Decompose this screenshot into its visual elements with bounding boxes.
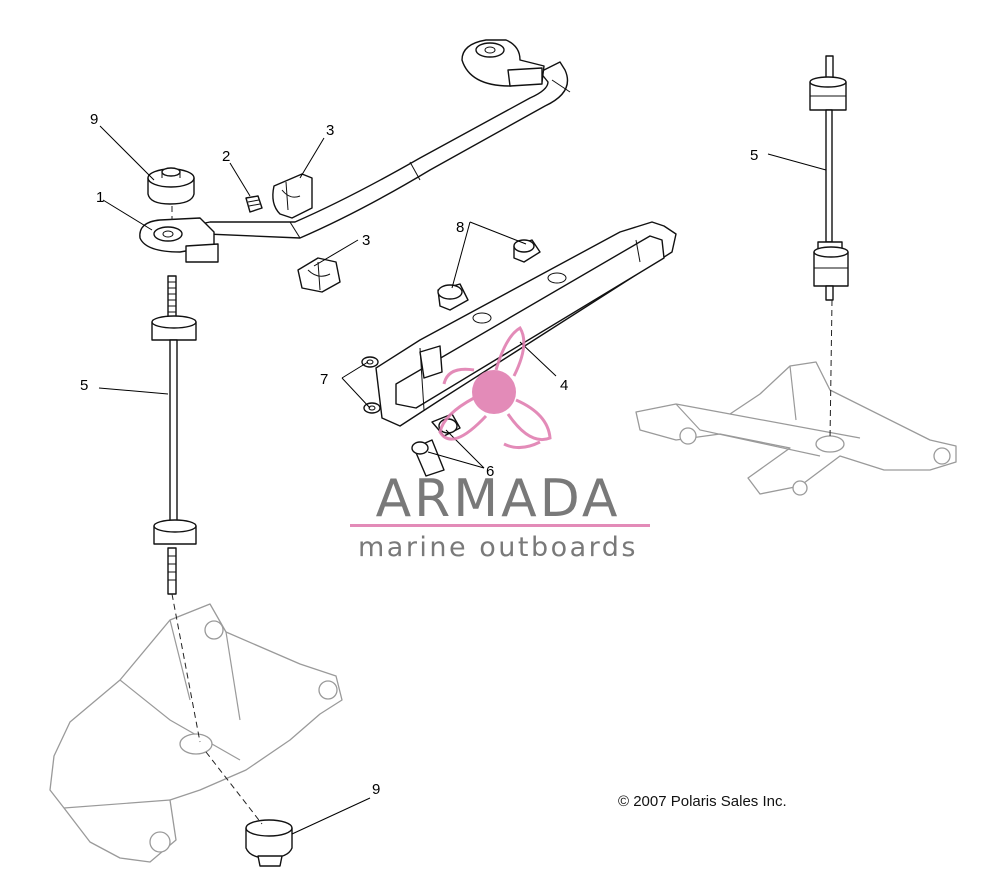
bar-bushing-lower [297, 257, 341, 293]
callout-5-right: 5 [750, 147, 758, 164]
bushing-bottom [245, 819, 293, 867]
suspension-frame-left [49, 603, 343, 863]
grommet-lower [437, 283, 469, 311]
callout-4: 4 [560, 377, 568, 394]
copyright-text: © 2007 Polaris Sales Inc. [618, 793, 787, 810]
callout-2: 2 [222, 148, 230, 165]
callouts: 1 2 3 3 4 5 5 6 7 8 9 9 [80, 111, 758, 798]
stabilizer-bar [139, 39, 571, 263]
callout-9-bottom: 9 [372, 781, 380, 798]
screw [245, 195, 263, 213]
leader-lines [98, 125, 827, 835]
alignment-lines [171, 206, 833, 825]
callout-6: 6 [486, 463, 494, 480]
watermark-rule [350, 524, 650, 527]
link-rod-right [809, 55, 849, 301]
callout-5-left: 5 [80, 377, 88, 394]
callout-1: 1 [96, 189, 104, 206]
bushing-top [147, 167, 195, 205]
watermark-tagline: marine outboards [358, 532, 638, 563]
callout-3-lower: 3 [362, 232, 370, 249]
callout-9-top: 9 [90, 111, 98, 128]
callout-8: 8 [456, 219, 464, 236]
mount-bracket [375, 221, 677, 427]
propeller-logo-icon [438, 325, 552, 449]
washers [361, 356, 381, 414]
bar-bushing-upper [272, 173, 313, 219]
watermark: ARMADA marine outboards [350, 325, 650, 563]
grommet-upper [513, 239, 541, 263]
suspension-frame-right [635, 361, 957, 496]
link-rod-left [151, 275, 197, 595]
callout-3-upper: 3 [326, 122, 334, 139]
callout-7: 7 [320, 371, 328, 388]
bolts [411, 413, 461, 477]
watermark-brand: ARMADA [376, 469, 621, 529]
